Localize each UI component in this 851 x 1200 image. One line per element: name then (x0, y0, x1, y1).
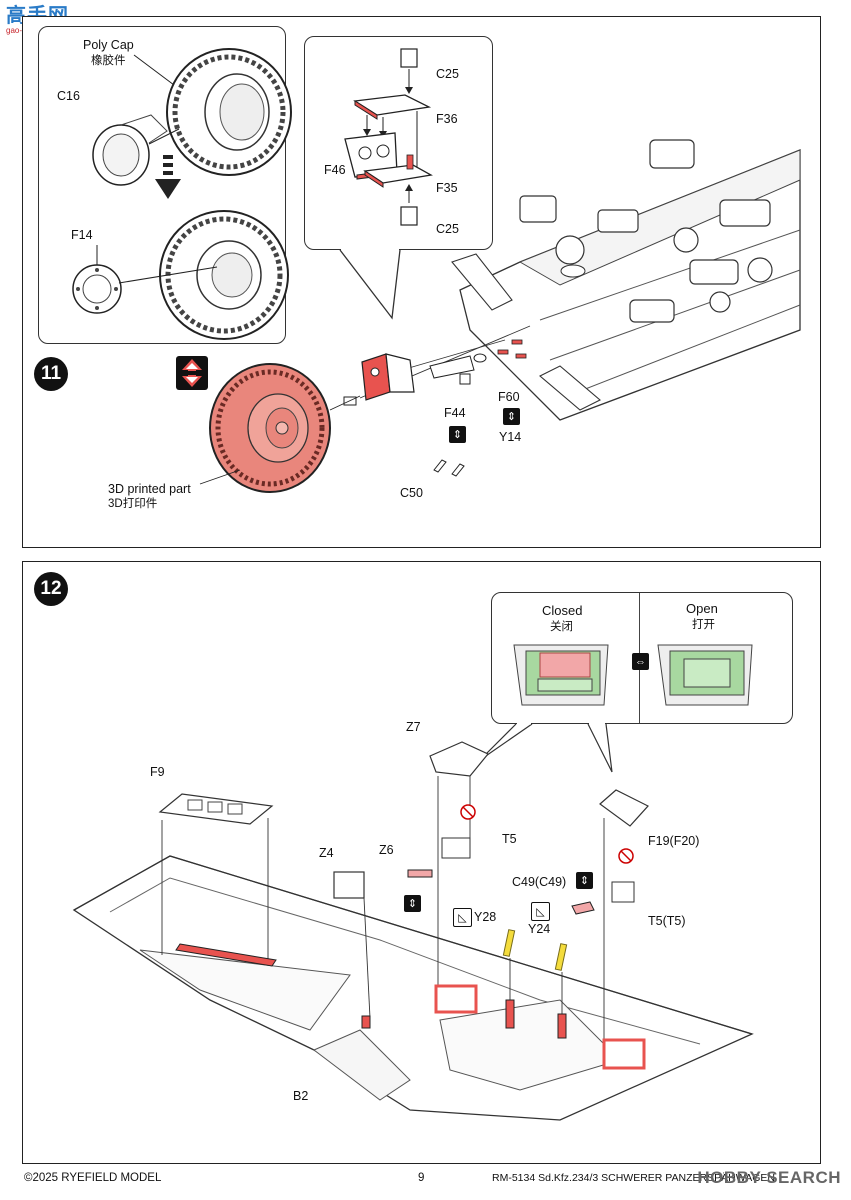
down-arrow-icon (155, 155, 181, 199)
part-f44-label: F44 (444, 406, 466, 420)
part-t5t5-label: T5(T5) (648, 914, 686, 928)
part-f36-label: F36 (436, 112, 458, 126)
flip-icon-z6: ⇕ (404, 895, 421, 912)
bracket-detail-drawing (344, 48, 433, 226)
product-title: RM-5134 Sd.Kfz.234/3 SCHWERER PANZERSPÄH… (492, 1172, 775, 1184)
open-cn-label: 打开 (692, 619, 715, 631)
part-f46-label: F46 (324, 163, 346, 177)
hub-f14-drawing (72, 264, 122, 314)
flip-icon-f44: ⇕ (449, 426, 466, 443)
hatch-state-drawing (513, 644, 753, 706)
part-b2-label: B2 (293, 1089, 309, 1103)
closed-cn-label: 关闭 (550, 621, 573, 633)
flip-icon-f60: ⇕ (503, 408, 520, 425)
part-f9-label: F9 (150, 765, 165, 779)
part-z4-label: Z4 (319, 846, 334, 860)
part-t5-label: T5 (502, 832, 517, 846)
part-f19-label: F19(F20) (648, 834, 700, 848)
toggle-icon: ⇔ (632, 653, 649, 670)
flip-over-icon (176, 356, 208, 390)
poly-cap-cn-label: 橡胶件 (91, 55, 126, 67)
printed-wheel-drawing (209, 363, 331, 493)
part-f60-label: F60 (498, 390, 520, 404)
part-c50-label: C50 (400, 486, 423, 500)
tire-bottom-drawing (159, 210, 289, 340)
step-11-number: 11 (34, 357, 68, 391)
part-c16-label: C16 (57, 89, 80, 103)
hobby-search-watermark: HOBBY SEARCH (697, 1168, 841, 1187)
part-y28-label: Y28 (474, 910, 497, 924)
poly-cap-label: Poly Cap (83, 38, 134, 52)
open-label: Open (686, 601, 718, 616)
wheel-assembly-drawing (72, 48, 292, 340)
copyright-text: ©2025 RYEFIELD MODEL (24, 1172, 162, 1184)
tire-top-drawing (166, 48, 292, 176)
part-c25-top-label: C25 (436, 67, 459, 81)
hatch-state-inset: Closed 关闭 Open 打开 ⇔ (491, 592, 793, 724)
cut-icon-y24: ◺ (531, 902, 550, 921)
closed-label: Closed (542, 603, 583, 618)
flip-icon-c49: ⇕ (576, 872, 593, 889)
part-y14-label: Y14 (499, 430, 522, 444)
poly-cap-drawing (92, 114, 168, 186)
part-c25-bottom-label: C25 (436, 222, 459, 236)
printed-part-label: 3D printed part (108, 482, 191, 496)
step-12-number: 12 (34, 572, 68, 606)
part-z6-label: Z6 (379, 843, 394, 857)
part-c49-label: C49(C49) (512, 875, 567, 889)
part-f35-label: F35 (436, 181, 458, 195)
bracket-detail-inset: C25 F36 F46 F35 C25 (304, 36, 493, 250)
part-z7-label: Z7 (406, 720, 421, 734)
part-y24-label: Y24 (528, 922, 551, 936)
wheel-assembly-inset: Poly Cap 橡胶件 C16 F14 (38, 26, 292, 344)
printed-part-cn-label: 3D打印件 (108, 498, 158, 510)
page-number: 9 (418, 1172, 425, 1184)
part-f14-label: F14 (71, 228, 93, 242)
cut-icon-y28: ◺ (453, 908, 472, 927)
